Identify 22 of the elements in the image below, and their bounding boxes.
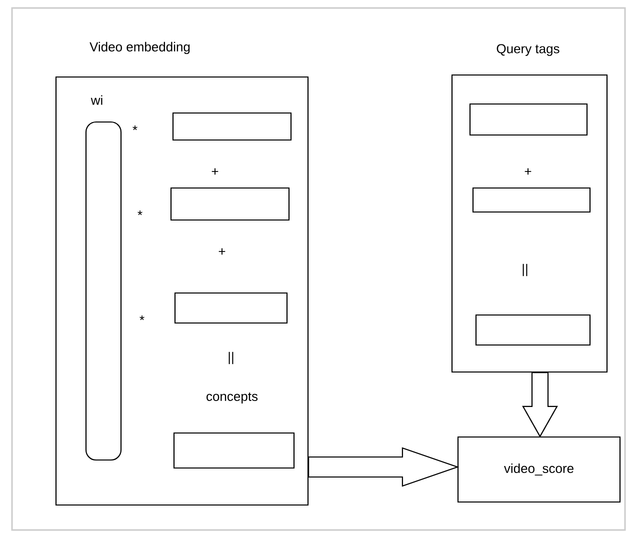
empty-box [172, 112, 292, 141]
operator-sign: || [228, 352, 234, 364]
empty-box [173, 432, 295, 469]
empty-box [469, 103, 588, 136]
empty-box [170, 187, 290, 221]
empty-box [174, 292, 288, 324]
operator-sign: * [138, 210, 142, 216]
operator-sign: * [132, 126, 138, 130]
block-arrow [308, 447, 460, 487]
empty-box [472, 187, 591, 213]
operator-sign: + [218, 248, 226, 255]
heading: wi [90, 95, 102, 105]
operator-sign: || [522, 264, 528, 276]
empty-box [475, 314, 591, 346]
operator-sign: + [524, 168, 532, 175]
heading: Query tags [496, 44, 560, 56]
operator-sign: + [212, 168, 218, 175]
heading: Video embedding [90, 42, 190, 54]
operator-sign: * [140, 316, 144, 320]
concepts-label: concepts [206, 392, 258, 404]
block-arrow [522, 372, 558, 438]
result-box: video_score [457, 436, 621, 503]
